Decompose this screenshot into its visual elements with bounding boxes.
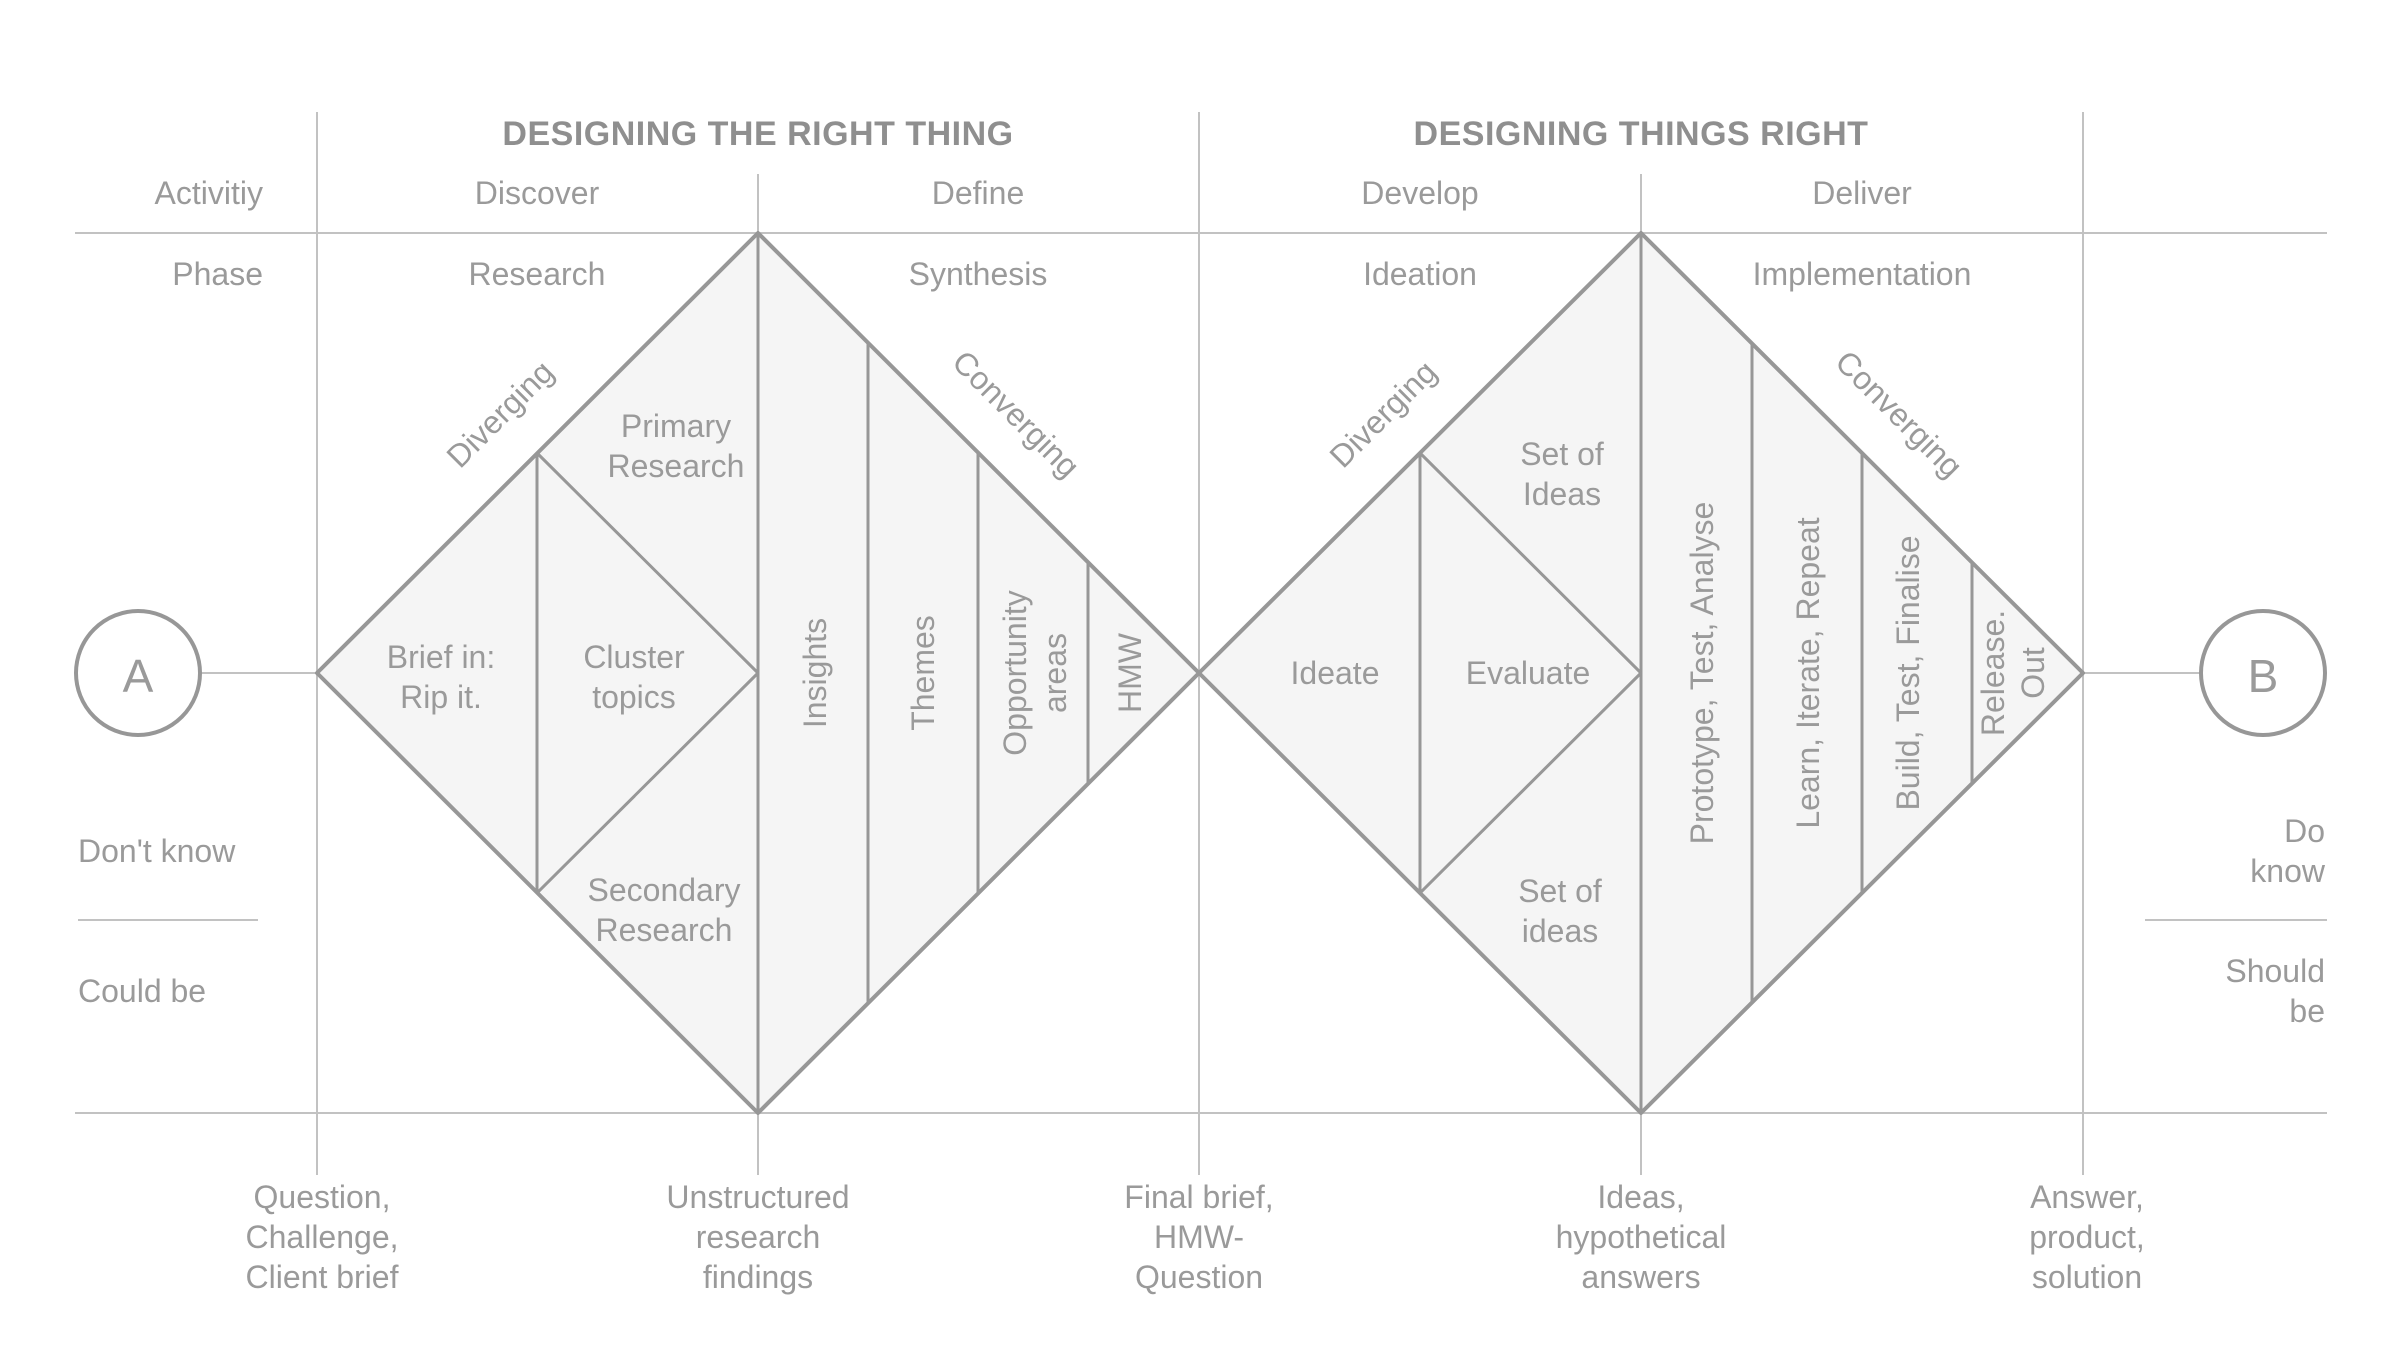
- diamond-2-lower-diagonal: [1418, 671, 1643, 895]
- row-label-phase: Phase: [172, 256, 263, 292]
- diamond-1-upper-diagonal: [535, 451, 760, 675]
- phase-implementation: Implementation: [1752, 256, 1972, 292]
- label-dont-know: Don't know: [78, 833, 236, 869]
- header-left: DESIGNING THE RIGHT THING: [502, 115, 1014, 153]
- diamond2-evaluate-label: Evaluate: [1465, 655, 1591, 691]
- milestone-answer: Answer, product, solution: [2029, 1179, 2145, 1295]
- diamond1-cluster-label: Cluster topics: [583, 639, 685, 715]
- activity-develop: Develop: [1361, 175, 1479, 211]
- activity-discover: Discover: [474, 175, 600, 211]
- diamond2-strip-learn: Learn, Iterate, Repeat: [1790, 517, 1826, 829]
- milestone-ideas: Ideas, hypothetical answers: [1555, 1179, 1727, 1295]
- diamond1-strip-hmw: HMW: [1112, 633, 1148, 713]
- diamond2-set-of-ideas-bottom: Set of ideas: [1518, 873, 1602, 949]
- phase-research: Research: [468, 256, 606, 292]
- activity-deliver: Deliver: [1812, 175, 1912, 211]
- diamond2-strip-build: Build, Test, Finalise: [1890, 535, 1926, 811]
- diamond-1-lower-diagonal: [535, 671, 760, 895]
- circle-a: [74, 609, 202, 737]
- label-could-be: Could be: [78, 973, 207, 1009]
- endpoint-a-label: A: [122, 650, 154, 702]
- diamond1-strip-opportunity: Opportunity areas: [997, 590, 1073, 756]
- diamond1-brief-in-label: Brief in: Rip it.: [386, 639, 496, 715]
- diamond-2-upper-diagonal: [1418, 451, 1643, 675]
- phase-ideation: Ideation: [1363, 256, 1477, 292]
- milestone-research-findings: Unstructured research findings: [666, 1179, 850, 1295]
- label-should-be: Should be: [2225, 953, 2325, 1029]
- diamond1-secondary-label: Secondary Research: [587, 872, 741, 948]
- diamond1-strip-themes: Themes: [905, 615, 941, 731]
- activity-define: Define: [931, 175, 1025, 211]
- header-right: DESIGNING THINGS RIGHT: [1413, 115, 1869, 153]
- diamond1-primary-label: Primary Research: [607, 408, 745, 484]
- label-do-know: Do know: [2250, 813, 2325, 889]
- diamond1-strip-insights: Insights: [797, 617, 833, 729]
- diamond2-strip-prototype: Prototype, Test, Analyse: [1684, 501, 1720, 845]
- phase-synthesis: Synthesis: [908, 256, 1048, 292]
- milestone-client-brief: Question, Challenge, Client brief: [245, 1179, 399, 1295]
- diamond2-ideate-label: Ideate: [1290, 655, 1380, 691]
- row-label-activity: Activitiy: [154, 175, 263, 211]
- circle-b: [2199, 609, 2327, 737]
- diamond2-set-of-ideas-top: Set of Ideas: [1520, 436, 1604, 512]
- milestone-final-brief: Final brief, HMW- Question: [1124, 1179, 1274, 1295]
- endpoint-b-label: B: [2247, 650, 2279, 702]
- diamond2-strip-release: Release. Out: [1975, 609, 2051, 737]
